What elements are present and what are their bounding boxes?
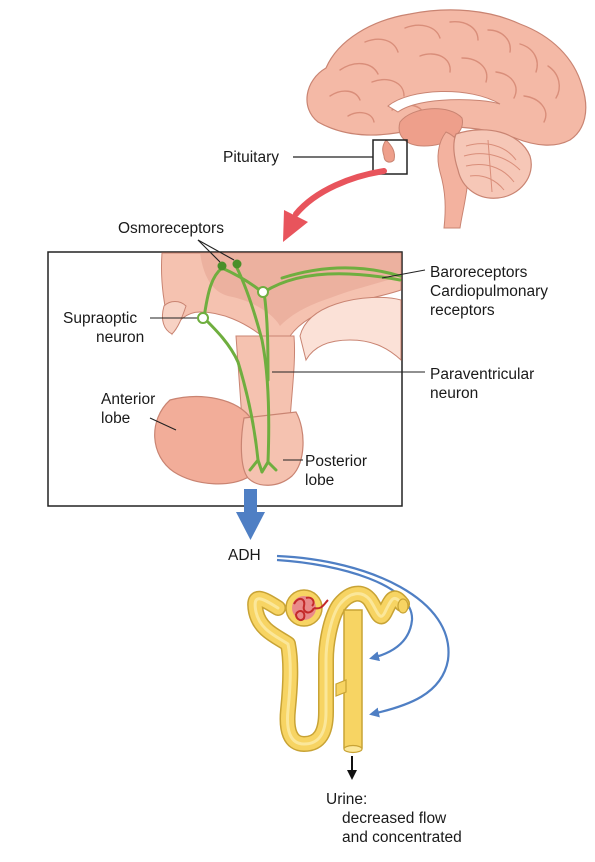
third-ventricle-fold: [299, 296, 402, 362]
label-pituitary: Pituitary: [223, 148, 279, 167]
brain-illustration: [306, 9, 587, 229]
neuron-cells: [197, 259, 269, 324]
label-pituitary-text: Pituitary: [223, 149, 279, 166]
corpus-callosum: [387, 91, 501, 113]
brain-folds: [329, 21, 560, 123]
nephron-illustration: [247, 585, 410, 754]
label-supraoptic: Supraoptic neuron: [63, 309, 144, 347]
label-posterior-line1: Posterior: [305, 453, 368, 470]
label-urine-line3: and concentrated: [342, 829, 462, 846]
label-baroreceptors-line1: Baroreceptors: [430, 264, 528, 281]
label-baroreceptors-line3: receptors: [430, 302, 495, 319]
hormone-release-arrow: [236, 489, 265, 540]
label-paraventricular-line1: Paraventricular: [430, 366, 535, 383]
label-posterior-line2: lobe: [305, 472, 335, 489]
label-supraoptic-line1: Supraoptic: [63, 310, 138, 327]
label-urine-line1: Urine:: [326, 791, 368, 808]
supraoptic-cell: [197, 312, 209, 324]
label-paraventricular-line2: neuron: [430, 385, 479, 402]
duct-branch: [335, 679, 347, 697]
zoom-arrow: [283, 168, 387, 242]
label-leaders: [149, 239, 426, 461]
label-baroreceptors: Baroreceptors Cardiopulmonary receptors: [430, 263, 548, 320]
duct-opening-bottom: [343, 744, 363, 754]
glomerulus-capillaries: [293, 596, 329, 622]
posterior-lobe-shape: [240, 411, 304, 486]
osmoreceptor-cell-2: [232, 259, 242, 269]
label-osmoreceptors: Osmoreceptors: [118, 219, 224, 238]
pituitary-stalk-small: [382, 139, 395, 163]
nephron-lumen: [253, 592, 404, 746]
label-anterior-lobe: Anterior lobe: [101, 390, 155, 428]
label-urine-line2: decreased flow: [342, 810, 447, 827]
label-osmoreceptors-text: Osmoreceptors: [118, 220, 224, 237]
cerebellum: [453, 129, 532, 199]
infundibulum: [235, 335, 296, 421]
label-anterior-line2: lobe: [101, 410, 131, 427]
label-urine: Urine: decreased flow and concentrated: [326, 790, 462, 847]
label-anterior-line1: Anterior: [101, 391, 156, 408]
label-posterior-lobe: Posterior lobe: [305, 452, 367, 490]
label-adh: ADH: [228, 546, 261, 565]
duct-opening-top: [397, 598, 409, 614]
hypothalamus-dark-region: [200, 253, 401, 326]
label-supraoptic-line2: neuron: [96, 329, 145, 346]
osmoreceptor-cell-1: [217, 261, 227, 271]
cerebellum-folia: [463, 139, 521, 193]
label-baroreceptors-line2: Cardiopulmonary: [430, 283, 549, 300]
label-adh-text: ADH: [228, 547, 261, 564]
paraventricular-cell: [257, 286, 269, 298]
collecting-duct: [343, 609, 363, 749]
adh-target-arrows: [276, 554, 450, 718]
label-paraventricular: Paraventricular neuron: [430, 365, 534, 403]
